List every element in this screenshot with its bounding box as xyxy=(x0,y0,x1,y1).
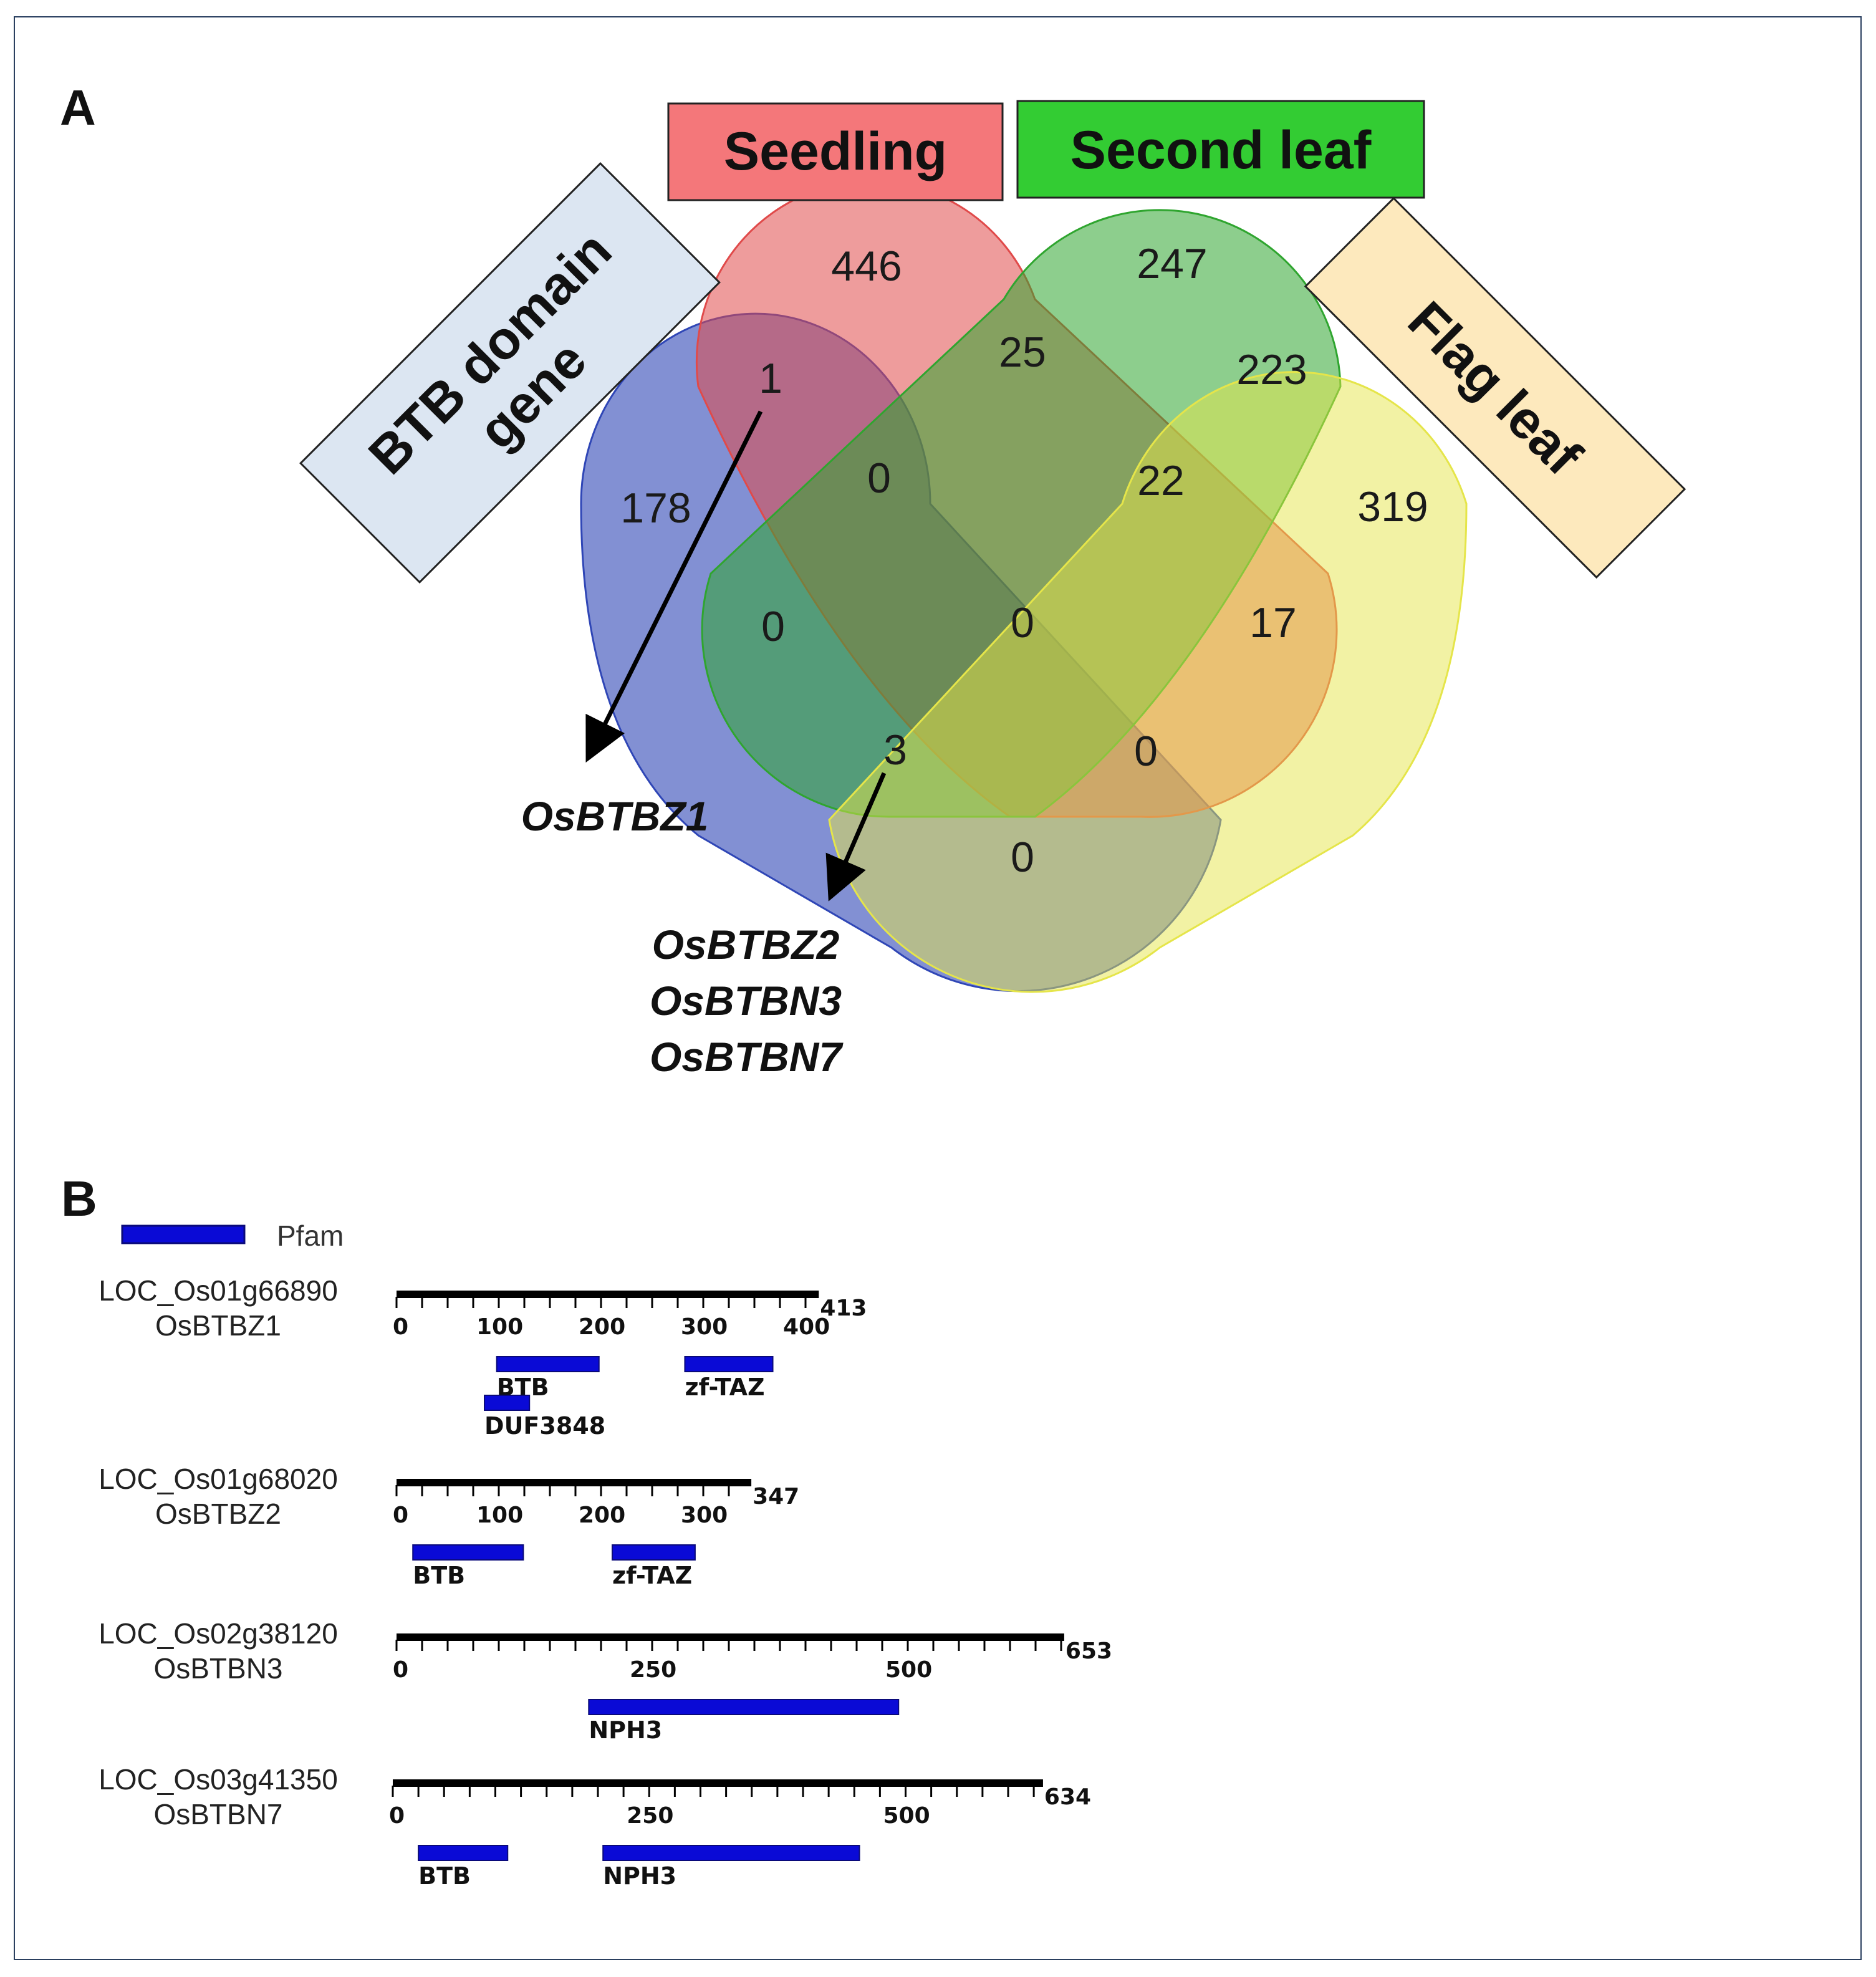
gene-name-label: OsBTBN3 xyxy=(153,1652,282,1685)
axis-tick-label: 0 xyxy=(393,1314,408,1340)
pfam-domain-label: NPH3 xyxy=(589,1716,662,1744)
count-all-four: 0 xyxy=(1011,599,1034,647)
callout-gene: OsBTBN3 xyxy=(650,978,842,1024)
axis-tick-label: 250 xyxy=(630,1657,676,1683)
pfam-domain-bar xyxy=(602,1845,860,1861)
callout-gene: OsBTBZ2 xyxy=(652,921,840,968)
gene-locus-label: LOC_Os03g41350 xyxy=(99,1763,338,1796)
count-btb-second-flag: 3 xyxy=(883,726,907,774)
count-second-flag: 223 xyxy=(1236,346,1307,393)
axis-tick-label: 500 xyxy=(885,1657,932,1683)
legend-swatch-pfam xyxy=(121,1224,246,1244)
protein-length-label: 634 xyxy=(1044,1784,1091,1810)
axis-tick-label: 200 xyxy=(579,1503,625,1528)
protein-length-label: 653 xyxy=(1065,1638,1112,1664)
label-seedling: Seedling xyxy=(724,122,947,181)
panel-a-letter: A xyxy=(60,80,96,135)
gene-locus-label: LOC_Os01g68020 xyxy=(99,1463,338,1495)
axis-tick-label: 100 xyxy=(476,1503,523,1528)
axis-tick-label: 300 xyxy=(681,1314,728,1340)
pfam-domain-bar xyxy=(612,1544,696,1561)
count-btb-second: 0 xyxy=(761,603,785,650)
axis-tick-label: 200 xyxy=(579,1314,625,1340)
pfam-domain-label: zf-TAZ xyxy=(612,1562,692,1589)
callout-arrow-2 xyxy=(825,772,887,902)
pfam-domain-label: NPH3 xyxy=(603,1862,676,1890)
pfam-domain-bar xyxy=(484,1395,531,1411)
axis-tick-label: 500 xyxy=(883,1803,930,1829)
count-btb-flag: 0 xyxy=(1011,834,1034,881)
callout-gene: OsBTBZ1 xyxy=(521,793,709,839)
count-btb-only: 178 xyxy=(620,484,691,532)
callout-gene: OsBTBN7 xyxy=(650,1034,844,1080)
count-btb-seedling-second: 0 xyxy=(867,455,891,502)
gene-name-label: OsBTBZ1 xyxy=(155,1309,281,1342)
gene-name-label: OsBTBN7 xyxy=(153,1798,282,1830)
axis-tick-label: 300 xyxy=(681,1503,728,1528)
count-seedling-second: 25 xyxy=(999,329,1046,376)
axis-tick-label: 250 xyxy=(627,1803,673,1829)
pfam-domain-bar xyxy=(684,1356,774,1372)
legend-label-pfam: Pfam xyxy=(277,1219,344,1252)
gene-locus-label: LOC_Os01g66890 xyxy=(99,1274,338,1307)
axis-tick-label: 0 xyxy=(393,1503,408,1528)
count-btb-seedling-flag: 0 xyxy=(1134,728,1158,775)
count-btb-seedling: 1 xyxy=(759,355,782,402)
pfam-domain-bar xyxy=(588,1699,900,1715)
pfam-domain-bar xyxy=(496,1356,600,1372)
protein-length-label: 413 xyxy=(820,1296,867,1321)
count-seedling-second-flag: 22 xyxy=(1137,457,1185,504)
pfam-domain-bar xyxy=(418,1845,509,1861)
label-box-second-leaf: Second leaf xyxy=(1016,100,1425,199)
callout-arrow-1 xyxy=(585,410,763,763)
panel-b-letter: B xyxy=(61,1171,97,1226)
venn-diagram: Seedling Second leaf BTB domain gene Fla… xyxy=(299,100,1686,1080)
pfam-domain-bar xyxy=(412,1544,524,1561)
axis-tick-label: 0 xyxy=(393,1657,408,1683)
protein-length-label: 347 xyxy=(753,1484,799,1509)
pfam-domain-label: DUF3848 xyxy=(484,1412,605,1440)
axis-tick-label: 0 xyxy=(389,1803,405,1829)
count-seedling-flag: 17 xyxy=(1249,599,1297,647)
pfam-domain-label: BTB xyxy=(418,1862,471,1890)
count-flag-leaf-only: 319 xyxy=(1357,483,1428,531)
axis-tick-label: 100 xyxy=(476,1314,523,1340)
label-second-leaf: Second leaf xyxy=(1070,120,1372,180)
count-seedling-only: 446 xyxy=(831,243,902,290)
label-box-seedling: Seedling xyxy=(667,102,1004,201)
gene-locus-label: LOC_Os02g38120 xyxy=(99,1617,338,1650)
figure-frame xyxy=(14,16,1862,1960)
pfam-domain-label: zf-TAZ xyxy=(685,1373,764,1401)
count-second-leaf-only: 247 xyxy=(1137,240,1207,287)
gene-name-label: OsBTBZ2 xyxy=(155,1498,281,1530)
pfam-domain-label: BTB xyxy=(413,1562,465,1589)
axis-tick-label: 400 xyxy=(783,1314,830,1340)
